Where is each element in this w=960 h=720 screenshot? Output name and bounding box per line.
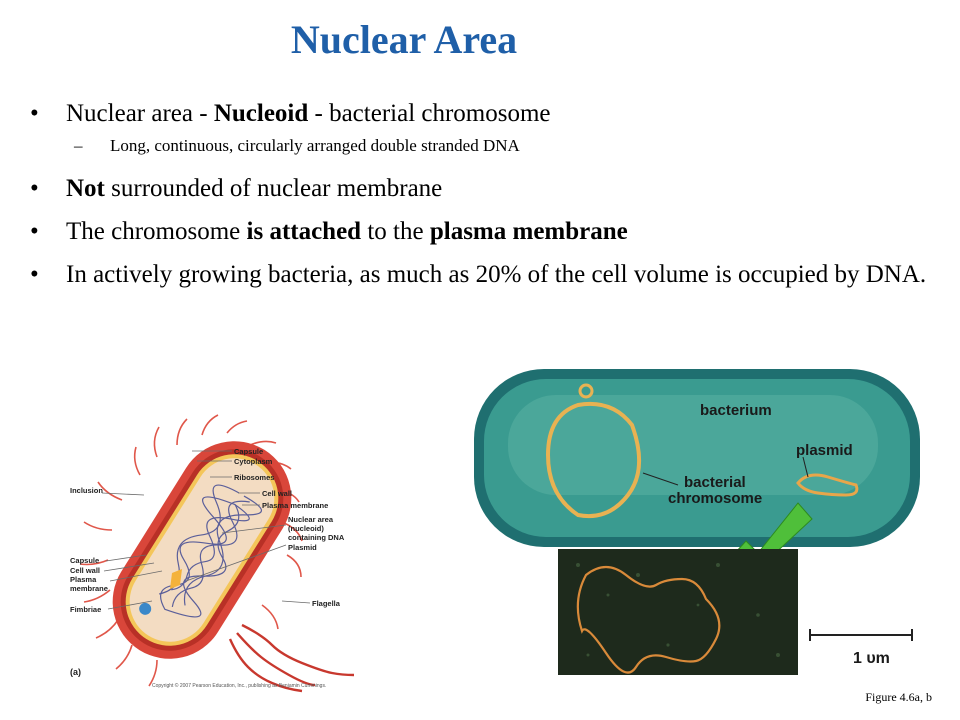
bullet-text: In actively growing bacteria, as much as… [66, 261, 927, 288]
sub-text: Long, continuous, circularly arranged do… [110, 136, 520, 155]
label-containing-dna: containing DNA [288, 533, 345, 542]
bullet-text: surrounded of nuclear membrane [104, 175, 443, 202]
chromosome-leader [642, 472, 679, 486]
bullet-dot: • [30, 261, 39, 288]
label-ribosomes: Ribosomes [234, 473, 274, 482]
bullet-dot: • [30, 100, 39, 127]
leader-lines [101, 450, 311, 610]
bacterium-highlight [508, 395, 878, 495]
bullet-attached: • The chromosome is attached to the plasm… [30, 216, 930, 247]
plasmid-leader [802, 456, 809, 478]
bullet-text: - bacterial chromosome [308, 100, 551, 127]
label-panel-a: (a) [70, 667, 81, 677]
bullet-membrane: • Not surrounded of nuclear membrane [30, 173, 930, 204]
label-plasmid: Plasmid [288, 543, 317, 552]
label-chromosome: chromosome [668, 490, 762, 507]
bullet-text: The chromosome [66, 218, 247, 245]
bullet-dot: • [30, 175, 39, 202]
bullet-nucleoid: • Nuclear area - Nucleoid - bacterial chr… [30, 98, 930, 129]
plasmid-loop [796, 473, 859, 497]
sub-bullet-dna: – Long, continuous, circularly arranged d… [30, 135, 930, 157]
bullet-text: to the [361, 218, 430, 245]
figure-caption: Figure 4.6a, b [865, 690, 932, 704]
micrograph-texture [576, 563, 780, 657]
bullet-text: Nuclear area - [66, 100, 214, 127]
label-membrane-left: membrane [70, 584, 108, 593]
label-plasmid-right: plasmid [796, 442, 853, 459]
label-capsule: Capsule [234, 447, 263, 456]
bacterial-chromosome-loop [545, 401, 642, 518]
label-nuclear-area: Nuclear area [288, 515, 334, 524]
scale-label: 1 υm [853, 650, 890, 667]
plasmid-shape [170, 569, 182, 589]
bold-term: Nucleoid [213, 100, 309, 127]
chromosome-figure: bacterium plasmid bacterial chromosome 1… [474, 369, 920, 675]
micrograph [558, 549, 798, 675]
bacterial-cell-diagram: Capsule Cytoplasm Ribosomes Cell wall Pl… [70, 414, 355, 693]
label-bacterial: bacterial [684, 474, 746, 491]
bold-term: plasma membrane [429, 218, 628, 245]
micrograph-dna [576, 565, 721, 674]
bullet-volume: • In actively growing bacteria, as much a… [30, 259, 930, 290]
bold-term: is attached [246, 218, 362, 245]
chromosome-attachment [578, 383, 594, 399]
label-inclusion: Inclusion [70, 486, 103, 495]
copyright-text: Copyright © 2007 Pearson Education, Inc.… [152, 682, 326, 689]
cell-body [112, 441, 292, 659]
flagella [228, 623, 355, 693]
label-fimbriae: Fimbriae [70, 605, 101, 614]
bullet-dot: • [30, 218, 39, 245]
label-flagella: Flagella [312, 599, 341, 608]
sub-dash: – [74, 136, 83, 155]
label-bacterium: bacterium [700, 402, 772, 419]
label-cell-wall: Cell wall [262, 489, 292, 498]
bullet-list: • Nuclear area - Nucleoid - bacterial chr… [30, 98, 930, 290]
diagram-labels: Capsule Cytoplasm Ribosomes Cell wall Pl… [70, 447, 345, 689]
bold-term: Not [66, 175, 105, 202]
label-plasma-membrane: Plasma membrane [262, 501, 328, 510]
inclusion-granule [139, 602, 152, 615]
label-nucleoid: (nucleoid) [288, 524, 324, 533]
label-capsule-left: Capsule [70, 556, 99, 565]
label-cytoplasm: Cytoplasm [234, 457, 273, 466]
label-plasma-left: Plasma [70, 575, 97, 584]
right-labels: bacterium plasmid bacterial chromosome [668, 402, 853, 507]
slide-title: Nuclear Area [290, 17, 518, 62]
label-cell-wall-left: Cell wall [70, 566, 100, 575]
